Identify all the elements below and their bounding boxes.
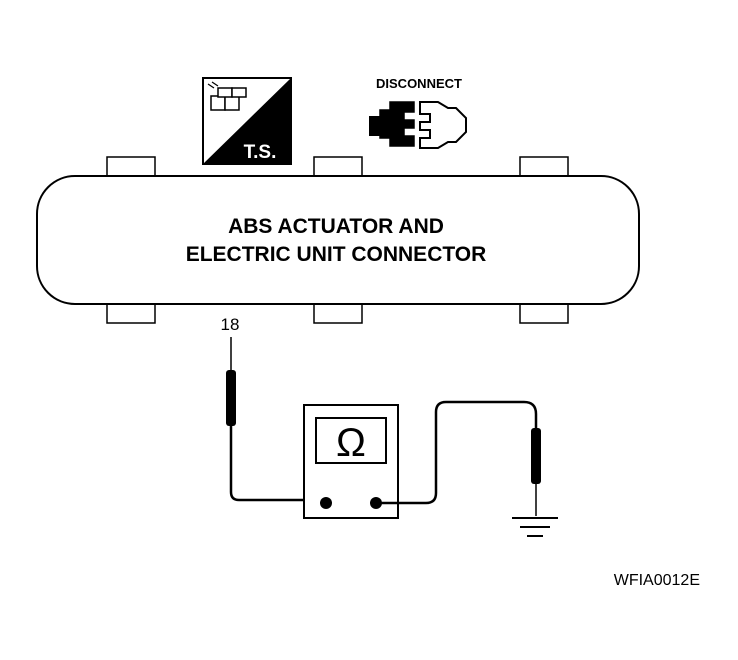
abs-connector: ABS ACTUATOR AND ELECTRIC UNIT CONNECTOR xyxy=(36,156,640,324)
ohm-symbol: Ω xyxy=(336,421,366,465)
connector-title-line1: ABS ACTUATOR AND xyxy=(228,215,444,238)
disconnect-label: DISCONNECT xyxy=(376,76,462,91)
test-station-icon: T.S. xyxy=(202,77,292,165)
test-station-label: T.S. xyxy=(244,142,277,163)
terminal-number: 18 xyxy=(221,315,240,334)
connector-disconnect-icon: DISCONNECT xyxy=(369,76,467,149)
ground-icon xyxy=(512,517,558,537)
figure-code: WFIA0012E xyxy=(614,572,700,589)
connector-title-line2: ELECTRIC UNIT CONNECTOR xyxy=(186,243,487,266)
left-probe xyxy=(226,337,326,502)
ohmmeter-icon: Ω xyxy=(303,404,399,519)
right-probe xyxy=(376,400,541,516)
